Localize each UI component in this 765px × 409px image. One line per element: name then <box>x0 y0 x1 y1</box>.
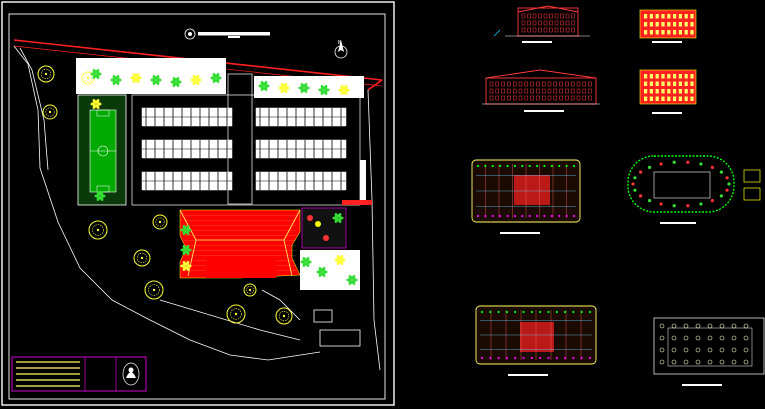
shrub-icon <box>316 267 328 277</box>
green-strip-north <box>76 58 226 94</box>
shrub-icon <box>130 73 142 83</box>
shrub-icon <box>90 99 102 109</box>
university-seal-icon <box>122 362 140 386</box>
shrub-icon <box>298 83 310 93</box>
sheet-outer-frame <box>1 1 395 406</box>
parking-row <box>141 171 233 191</box>
soccer-field <box>77 94 127 206</box>
sheet-inner-frame <box>8 13 386 400</box>
tree-icon <box>152 214 168 230</box>
parking-row <box>255 107 347 127</box>
scale-bar-icon <box>184 28 270 40</box>
shrub-icon <box>338 85 350 95</box>
tree-icon <box>243 283 257 297</box>
tree-icon <box>144 280 164 300</box>
floor-plan-details <box>476 160 749 365</box>
parking-row <box>141 139 233 159</box>
shrub-icon <box>278 83 290 93</box>
shrub-icon <box>180 225 192 235</box>
shrub-icon <box>180 261 192 271</box>
north-arrow-icon: N <box>334 40 348 59</box>
parking-row <box>255 171 347 191</box>
svg-text:N: N <box>338 40 341 46</box>
main-building-roof <box>179 209 301 279</box>
floor-plan-sheets <box>471 155 765 386</box>
shrub-icon <box>346 275 358 285</box>
terrain-lines <box>13 45 381 371</box>
shrub-icon <box>90 69 102 79</box>
elevation-sheets <box>482 5 697 114</box>
parking-row <box>255 139 347 159</box>
shrub-icon <box>190 75 202 85</box>
floor-plan-landscape <box>627 155 761 224</box>
elevation-windows <box>489 13 694 101</box>
shrub-icon <box>210 73 222 83</box>
tree-icon <box>226 304 246 324</box>
tree-icon <box>133 249 151 267</box>
tree-icon <box>275 307 293 325</box>
shrub-icon <box>258 81 270 91</box>
tree-icon <box>88 220 108 240</box>
tree-icon <box>37 65 55 83</box>
shrub-icon <box>334 255 346 265</box>
title-block <box>11 356 147 392</box>
shrub-icon <box>150 75 162 85</box>
elevation-front <box>493 5 590 43</box>
tree-icon <box>42 104 58 120</box>
shrub-icon <box>300 257 312 267</box>
shrub-icon <box>332 213 344 223</box>
elevation-long <box>482 69 600 112</box>
shrub-icon <box>94 191 106 201</box>
shrub-icon <box>170 77 182 87</box>
shrub-icon <box>180 245 192 255</box>
vegetation <box>37 65 358 325</box>
shrub-icon <box>110 75 122 85</box>
title-block-text <box>16 361 80 387</box>
parking-area <box>131 73 361 206</box>
parking-stall-rows <box>141 107 347 191</box>
parking-row <box>141 107 233 127</box>
shrub-icon <box>318 85 330 95</box>
site-plan-sheet: N <box>1 1 395 406</box>
